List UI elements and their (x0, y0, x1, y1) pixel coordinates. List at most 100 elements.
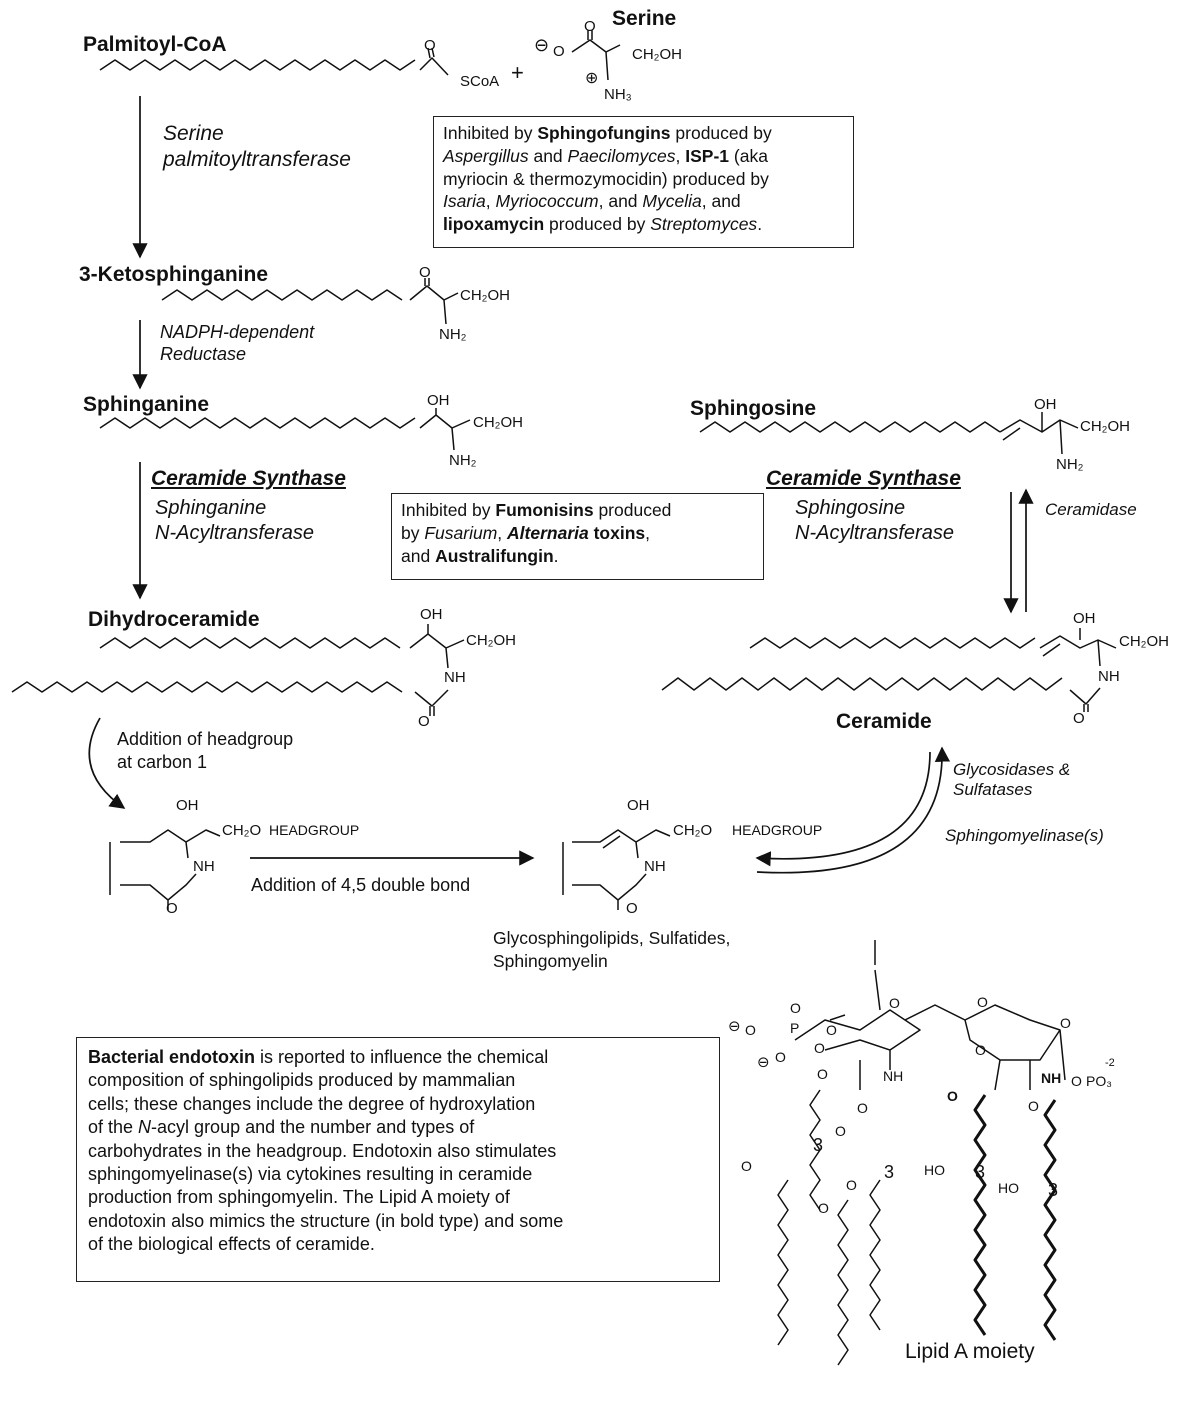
lipida-c3-1: 3 (813, 1135, 824, 1155)
complex-sphingolipids-line: Glycosphingolipids, Sulfatides, (493, 928, 731, 948)
lipida-po3: PO₃ (1086, 1073, 1112, 1089)
ceramide-ch2oh: CH₂OH (1119, 633, 1169, 650)
lipid-a-label: Lipid A moiety (905, 1340, 1035, 1363)
sphinganine-bonds (419, 408, 471, 451)
frag2-nh: NH (644, 858, 666, 875)
dihydroceramide-bonds (409, 624, 465, 716)
text-line: Inhibited by Sphingofungins produced by (443, 123, 772, 143)
lipida-c3-3: 3 (975, 1162, 986, 1182)
text-line: myriocin & thermozymocidin) produced by (443, 168, 769, 189)
ceramide-sphingoid-chain (749, 637, 1036, 649)
lipida-chain-3 (837, 1199, 849, 1366)
ceramide-synthase-right-label: Sphingosine N-Acyltransferase (795, 496, 954, 546)
lipida-o-4: O (947, 1088, 958, 1104)
fragment1-bonds (109, 829, 221, 910)
text-line: endotoxin also mimics the structure (in … (88, 1210, 564, 1231)
ceramide-acyl-chain (661, 677, 1063, 691)
lipida-o-5: O (1028, 1098, 1039, 1114)
ketosphinganine-bonds (409, 278, 459, 325)
dihydroceramide-acyl-chain (11, 681, 403, 693)
complex-sphingolipids-label: Glycosphingolipids, Sulfatides, Sphingom… (493, 927, 730, 973)
dihydroceramide-ch2oh: CH₂OH (466, 632, 516, 649)
lipida-bridge-o: O (977, 994, 988, 1010)
lipida-charge-1: ⊖ (728, 1018, 741, 1035)
keto-nh2: NH₂ (439, 326, 467, 343)
dihydroceramide-label: Dihydroceramide (88, 608, 260, 631)
scoa-label: SCoA (460, 73, 500, 90)
arrow-headgroup-addition (88, 717, 126, 809)
enzyme-line: Sphingosine (795, 497, 906, 519)
frag1-nh: NH (193, 858, 215, 875)
text-line: cells; these changes include the degree … (88, 1093, 536, 1114)
lipida-chain-2 (809, 1089, 821, 1211)
plus-sign: + (511, 60, 524, 85)
ceramide-synthase-right-title: Ceramide Synthase (766, 467, 961, 490)
enzyme-line: N-Acyltransferase (155, 522, 314, 544)
lipida-o-2: O (975, 1042, 986, 1058)
lipida-chain-5-bold (973, 1094, 987, 1336)
step-line: Addition of headgroup (117, 729, 294, 749)
frag1-headgroup: HEADGROUP (269, 822, 360, 838)
ketosphinganine-chain (161, 289, 403, 301)
sphinganine-chain (99, 417, 416, 429)
ceramidase-label: Ceramidase (1045, 500, 1137, 519)
lipida-nh-2: NH (1041, 1070, 1062, 1086)
dihydroceramide-sphingoid-chain (99, 637, 401, 649)
lipida-phosphate-o-top: O (790, 1000, 801, 1016)
serine-nh3: NH₃ (604, 86, 632, 103)
sphingomyelinase-label: Sphingomyelinase(s) (945, 826, 1104, 845)
thioester-bonds (419, 47, 449, 76)
text-line: and Australifungin. (401, 545, 559, 566)
frag2-oh: OH (627, 797, 650, 814)
lipida-o-9: O (846, 1177, 857, 1193)
lipida-chain-4 (869, 1179, 881, 1331)
glycosidases-label: Glycosidases & Sulfatases (953, 760, 1070, 801)
ceramide-nh: NH (1098, 668, 1120, 685)
lipida-o-6: O (857, 1100, 868, 1116)
enzyme-line: Serine (163, 122, 224, 145)
keto-ch2oh: CH₂OH (460, 287, 510, 304)
ceramide-amide-o: O (1073, 710, 1085, 727)
headgroup-addition-label: Addition of headgroup at carbon 1 (117, 728, 293, 773)
lipida-o-7: O (835, 1123, 846, 1139)
frag1-ch2o: CH₂O (222, 822, 262, 839)
ceramide-label: Ceramide (836, 710, 932, 733)
sphinganine-ch2oh: CH₂OH (473, 414, 523, 431)
text-line: of the N-acyl group and the number and t… (88, 1117, 475, 1138)
sphingosine-label: Sphingosine (690, 397, 816, 420)
arrow-to-ceramide (756, 746, 951, 874)
dihydroceramide-amide-o: O (418, 713, 430, 730)
sphingosine-chain (699, 421, 1001, 433)
text-line: by Fusarium, Alternaria toxins, (401, 522, 651, 543)
lipida-o-po3: O (1071, 1073, 1082, 1089)
sphingosine-bonds (999, 412, 1079, 455)
lipida-ho-1: HO (924, 1162, 945, 1178)
sphingosine-oh: OH (1034, 396, 1057, 413)
endotoxin-box: Bacterial endotoxin is reported to influ… (76, 1037, 720, 1282)
endotoxin-text: Bacterial endotoxin is reported to influ… (88, 1046, 708, 1257)
ceramide-synthase-left-title: Ceramide Synthase (151, 467, 346, 490)
frag2-ch2o: CH₂O (673, 822, 713, 839)
lipida-phosphate-o-left: O (745, 1022, 756, 1038)
lipida-chain-1 (777, 1179, 789, 1346)
text-line: carbohydrates in the headgroup. Endotoxi… (88, 1140, 557, 1161)
text-line: Inhibited by Fumonisins produced (401, 500, 672, 520)
enzyme-line: N-Acyltransferase (795, 522, 954, 544)
ammonium-charge: ⊕ (585, 70, 599, 87)
carbonyl-o: O (424, 37, 436, 54)
lipida-ho-2: HO (998, 1180, 1019, 1196)
lipida-backbone (794, 940, 1066, 1091)
sphinganine-nh2: NH₂ (449, 452, 477, 469)
frag2-headgroup: HEADGROUP (732, 822, 823, 838)
double-bond-label: Addition of 4,5 double bond (251, 875, 471, 895)
lipida-ring-o-1: O (889, 995, 900, 1011)
lipida-po3-charge: -2 (1105, 1057, 1115, 1069)
sphinganine-oh: OH (427, 392, 450, 409)
spt-enzyme-label: Serine palmitoyltransferase (163, 121, 351, 174)
palmitoyl-chain (99, 59, 416, 71)
frag1-o: O (166, 900, 178, 917)
